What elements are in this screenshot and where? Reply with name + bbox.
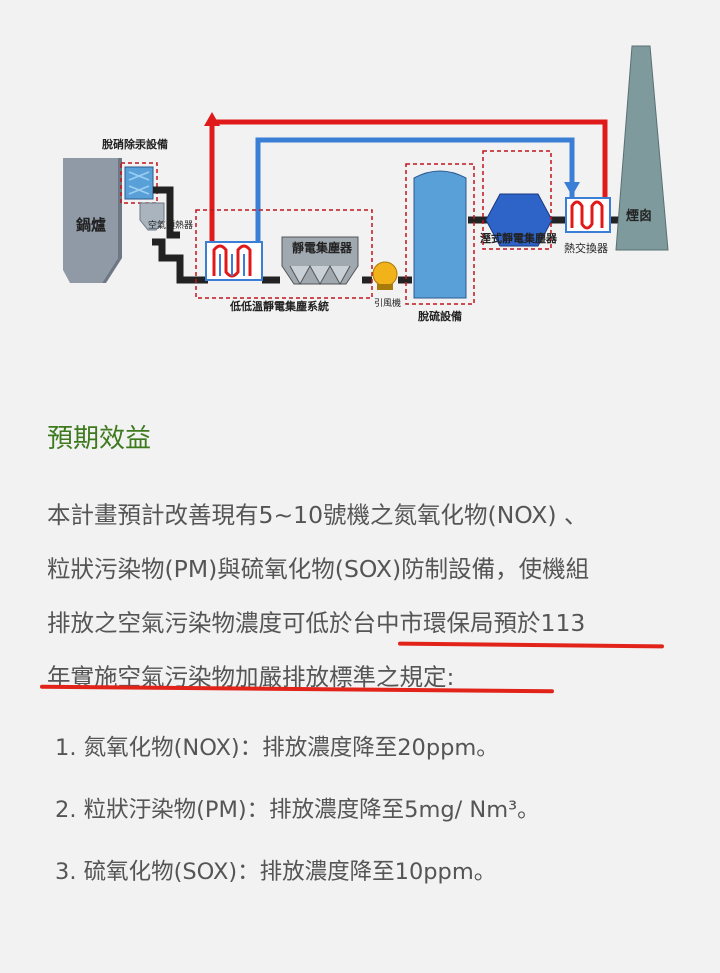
wet-esp-shape <box>485 193 553 247</box>
cool-line <box>255 137 575 262</box>
chimney-shape <box>615 45 669 251</box>
hot-return-line <box>209 119 608 262</box>
boiler-label: 鍋爐 <box>76 216 106 234</box>
list-item: 2. 粒狀汙染物(PM)：排放濃度降至5mg/ Nm³。 <box>55 797 540 823</box>
wet-esp-frame <box>482 150 552 250</box>
process-flow-diagram: 鍋爐 脫硝除汞設備 空氣預熱器 靜電集塵器 低低溫靜電集塵系統 引風機 脫硫設備… <box>63 45 669 323</box>
emission-target-list: 1. 氮氧化物(NOX)：排放濃度降至20ppm。 2. 粒狀汙染物(PM)：排… <box>55 728 695 914</box>
esp-label: 靜電集塵器 <box>292 240 353 255</box>
denitration-label: 脫硝除汞設備 <box>102 137 168 151</box>
induced-fan-shape <box>372 261 398 287</box>
paragraph-line-1: 本計畫預計改善現有5~10號機之氮氧化物(NOX) 、 <box>47 501 588 529</box>
low-low-temp-frame <box>195 209 373 299</box>
list-item: 3. 硫氧化物(SOX)：排放濃度降至10ppm。 <box>55 859 497 885</box>
induced-fan-label: 引風機 <box>374 297 401 309</box>
wet-esp-label: 溼式靜電集塵器 <box>480 231 558 245</box>
chimney-label: 煙囪 <box>626 208 652 224</box>
low-low-temp-label: 低低溫靜電集塵系統 <box>229 299 329 313</box>
boiler-shape <box>63 158 118 283</box>
section-title: 預期效益 <box>47 424 152 454</box>
list-item: 1. 氮氧化物(NOX)：排放濃度降至20ppm。 <box>55 735 499 761</box>
paragraph-line-4: 年實施空氣污染物加嚴排放標準之規定: <box>47 663 455 691</box>
paragraph-line-3: 排放之空氣污染物濃度可低於台中市環保局預於113 <box>47 609 586 637</box>
desulfurization-label: 脫硫設備 <box>418 309 462 323</box>
heat-exchanger-label: 熱交換器 <box>564 241 608 255</box>
benefit-paragraph: 本計畫預計改善現有5~10號機之氮氧化物(NOX) 、 粒狀污染物(PM)與硫氧… <box>47 488 687 704</box>
denitration-frame <box>120 162 158 204</box>
paragraph-line-2: 粒狀污染物(PM)與硫氧化物(SOX)防制設備，使機組 <box>47 555 590 583</box>
desulfurization-frame <box>405 163 475 305</box>
